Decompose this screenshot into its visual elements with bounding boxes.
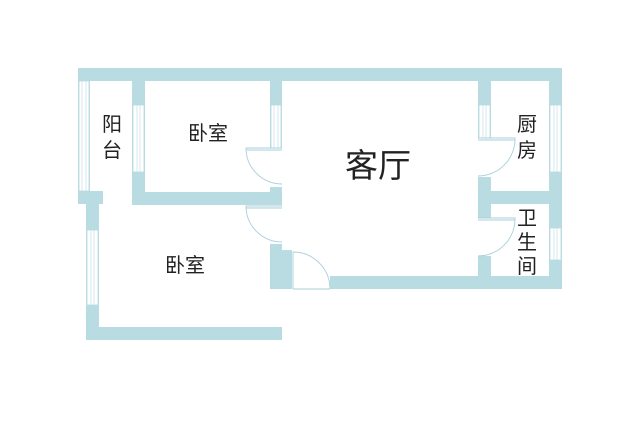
balcony-label-1: 阳 <box>102 112 122 136</box>
bedroom-bottom-label: 卧室 <box>165 253 205 277</box>
balcony-window <box>78 80 90 192</box>
living-room-label: 客厅 <box>345 146 411 185</box>
doors <box>245 137 516 290</box>
bathroom-label-3: 间 <box>517 254 537 278</box>
kitchen-label-2: 房 <box>517 138 537 162</box>
bathroom-label-1: 卫 <box>517 206 537 230</box>
windows <box>78 80 562 306</box>
bedroom-top-door <box>245 147 283 187</box>
room-labels: 阳 台 卧室 卧室 客厅 厨 房 卫 生 间 <box>102 112 537 278</box>
bedroom-living-window <box>270 104 282 149</box>
bedroom-top-window <box>132 104 145 173</box>
bathroom-label-2: 生 <box>517 230 537 254</box>
bathroom-door <box>477 217 516 257</box>
bedroom-bottom-window <box>86 229 99 306</box>
bedroom-bottom-door <box>245 205 283 244</box>
bedroom-top-label: 卧室 <box>188 121 228 145</box>
kitchen-door <box>477 137 516 177</box>
bathroom-window <box>549 227 562 261</box>
kitchen-label-1: 厨 <box>517 112 537 136</box>
balcony-label-2: 台 <box>102 138 122 162</box>
kitchen-inner-window <box>478 104 491 139</box>
entrance-door <box>292 250 331 290</box>
kitchen-window <box>549 104 562 173</box>
